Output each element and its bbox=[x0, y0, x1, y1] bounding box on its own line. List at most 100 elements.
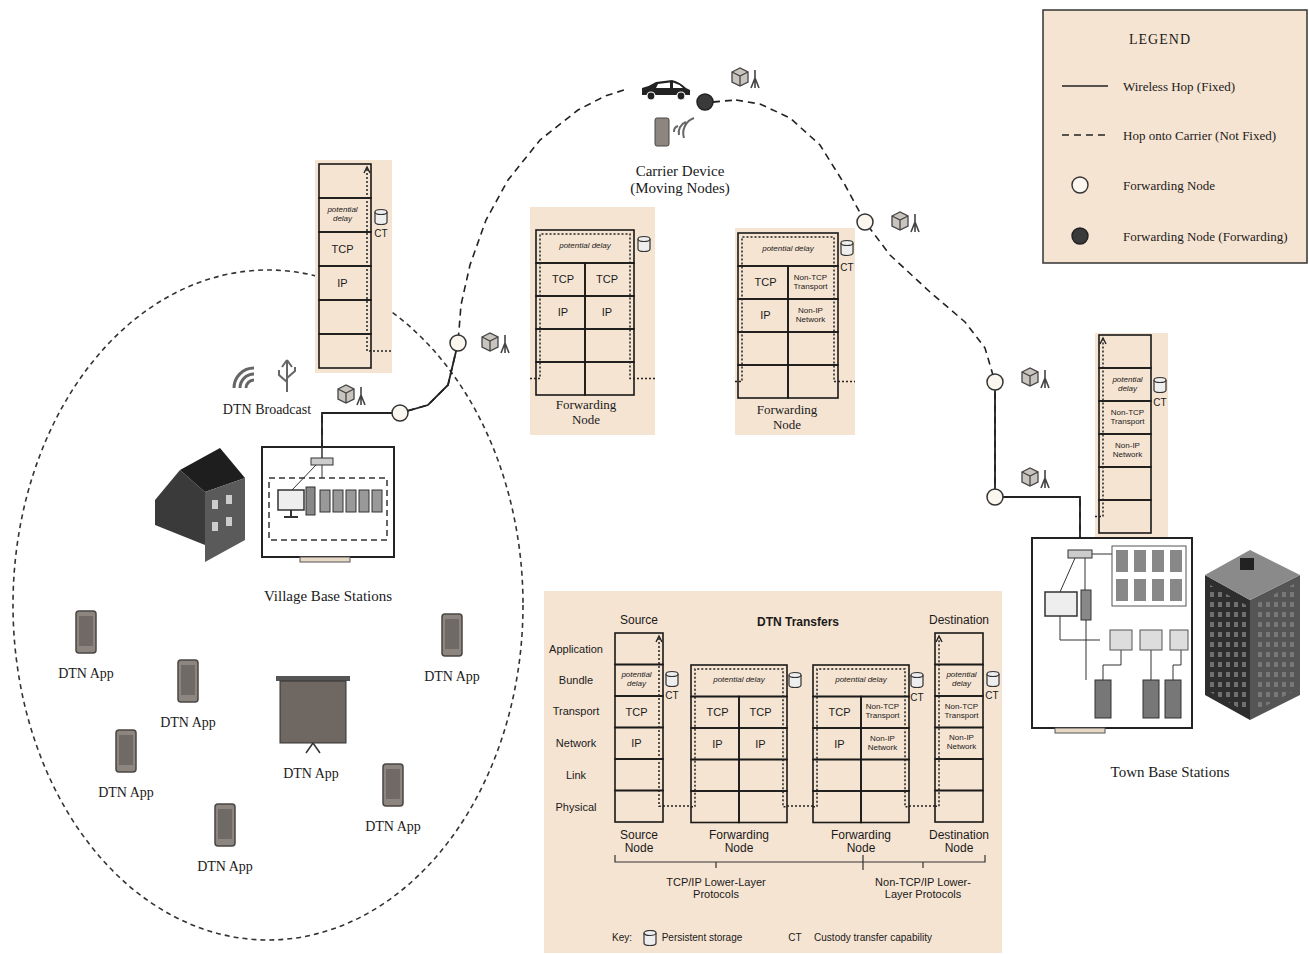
layer-cell-text: IP bbox=[742, 729, 779, 759]
layer-name: Link bbox=[566, 769, 586, 781]
protocol-stack-grid bbox=[615, 633, 663, 822]
node-label: Forwarding Node bbox=[824, 829, 898, 856]
bracket-label: Non-TCP/IP Lower-Layer Protocols bbox=[864, 876, 982, 901]
layer-cell-text: TCP bbox=[699, 698, 736, 728]
app-label: DTN App bbox=[283, 766, 339, 782]
layer-cell-text: Non-IP Network bbox=[864, 729, 901, 759]
layer-cell-text: Non-TCP Transport bbox=[864, 698, 901, 728]
bracket-label: TCP/IP Lower-Layer Protocols bbox=[656, 876, 776, 901]
node-label: CT bbox=[374, 228, 387, 239]
carrier-hop bbox=[736, 100, 1080, 538]
layer-cell-text: TCP bbox=[746, 267, 785, 298]
layer-cell-text: potential delay bbox=[1107, 369, 1148, 400]
node-label: Source Node bbox=[607, 829, 671, 856]
house bbox=[155, 448, 245, 562]
layer-cell-text: Non-IP Network bbox=[1107, 435, 1148, 466]
forwarding-node-stack: potential delayTCPNon-TCP TransportIPNon… bbox=[735, 228, 855, 435]
app-label: DTN App bbox=[424, 669, 480, 685]
layer-cell-text: TCP bbox=[742, 698, 779, 728]
layer-cell-text: TCP bbox=[588, 264, 626, 295]
forwarding-stack: potential delayTCPNon-TCP TransportIPNon… bbox=[813, 665, 909, 823]
app-label: DTN App bbox=[58, 666, 114, 682]
legend-text: Forwarding Node bbox=[1123, 178, 1215, 193]
legend-samples bbox=[1062, 86, 1108, 244]
source-stack: Sourcepotential delayTCPIPCTSource Node bbox=[615, 633, 663, 822]
node-label: CT bbox=[840, 262, 853, 273]
physical-link bbox=[663, 805, 935, 807]
node-label: DTN Transfers bbox=[757, 616, 839, 629]
layer-cell-text: potential delay bbox=[699, 666, 779, 696]
app-label: DTN App bbox=[365, 819, 421, 835]
base-station-box: Village Base Stations bbox=[262, 447, 394, 557]
key-label: CT bbox=[788, 932, 801, 943]
key-label: Custody transfer capability bbox=[814, 932, 932, 943]
node-label: Destination Node bbox=[921, 829, 997, 856]
node-label: CT bbox=[910, 692, 923, 703]
node-label: Carrier Device (Moving Nodes) bbox=[625, 163, 735, 197]
storage-icon bbox=[644, 931, 656, 946]
node-label: Village Base Stations bbox=[264, 588, 392, 605]
layer-cell-text: Non-IP Network bbox=[943, 729, 980, 759]
protocol-stack-grid bbox=[315, 160, 392, 373]
village-base-station bbox=[262, 447, 394, 562]
broadcast-icon bbox=[234, 360, 295, 392]
layer-cell-text: IP bbox=[618, 729, 655, 759]
carrier-car bbox=[642, 80, 694, 146]
layer-cell-text: TCP bbox=[544, 264, 582, 295]
layer-cell-text: potential delay bbox=[746, 234, 830, 265]
projector-screen bbox=[276, 676, 350, 753]
legend-text: Forwarding Node (Forwarding) bbox=[1123, 229, 1288, 244]
layer-name: Application bbox=[549, 643, 603, 655]
layer-cell-text: potential delay bbox=[821, 666, 901, 696]
app-label: DTN App bbox=[160, 715, 216, 731]
layer-cell-text: IP bbox=[699, 729, 736, 759]
node-label: CT bbox=[1153, 397, 1166, 408]
legend-item: Hop onto Carrier (Not Fixed) bbox=[1123, 126, 1276, 144]
carrier-device: Carrier Device (Moving Nodes) bbox=[624, 70, 736, 202]
node-label: CT bbox=[985, 690, 998, 701]
protocol-stack-grid bbox=[935, 633, 983, 822]
legend-text: Wireless Hop (Fixed) bbox=[1123, 79, 1235, 94]
node-label: Forwarding Node bbox=[702, 829, 776, 856]
layer-cell-text: IP bbox=[544, 297, 582, 328]
node-label: Source bbox=[620, 614, 658, 627]
layer-cell-text: potential delay bbox=[544, 231, 626, 262]
key-label: Key: bbox=[612, 932, 632, 943]
layer-cell-text: IP bbox=[821, 729, 858, 759]
node-label: Destination bbox=[929, 614, 989, 627]
bracket bbox=[615, 855, 985, 870]
layer-cell-text: IP bbox=[588, 297, 626, 328]
layer-cell-text: IP bbox=[746, 300, 785, 331]
forwarding-node-active bbox=[697, 94, 713, 110]
base-station-box: Town Base Stations bbox=[1032, 538, 1192, 728]
node-label: Forwarding Node bbox=[742, 403, 832, 432]
layer-name: Transport bbox=[553, 705, 600, 717]
layer-cell-text: potential delay bbox=[618, 666, 655, 696]
forwarding-stack: potential delayTCPTCPIPIPForwarding Node bbox=[691, 665, 787, 823]
legend-title: LEGEND bbox=[1129, 32, 1191, 48]
phone-icons bbox=[76, 611, 462, 846]
layer-cell-text: Non-TCP Transport bbox=[791, 267, 830, 298]
wireless-hop bbox=[322, 100, 1080, 538]
layer-cell-text: TCP bbox=[322, 233, 363, 265]
layer-name: Bundle bbox=[559, 674, 593, 686]
broadcast-label: DTN Broadcast bbox=[223, 402, 311, 418]
app-label: DTN App bbox=[98, 785, 154, 801]
forwarding-node-circles bbox=[392, 214, 1003, 505]
legend-text: Hop onto Carrier (Not Fixed) bbox=[1123, 128, 1276, 143]
node-label: CT bbox=[665, 690, 678, 701]
protocol-stack: potential delayNon-TCP TransportNon-IP N… bbox=[1095, 333, 1168, 537]
layer-name: Network bbox=[556, 737, 596, 749]
node-label: Forwarding Node bbox=[541, 398, 631, 427]
layer-cell-text: potential delay bbox=[943, 666, 980, 696]
node-label: Town Base Stations bbox=[1111, 764, 1230, 781]
village-region bbox=[13, 270, 523, 940]
protocol-stack-grid bbox=[691, 665, 787, 823]
layer-name: Physical bbox=[556, 801, 597, 813]
layer-cell-text: TCP bbox=[618, 697, 655, 727]
layer-cell-text: Non-TCP Transport bbox=[943, 697, 980, 727]
protocol-stack: potential delayTCPIPCT bbox=[315, 160, 392, 373]
relay-icons bbox=[338, 68, 1049, 488]
